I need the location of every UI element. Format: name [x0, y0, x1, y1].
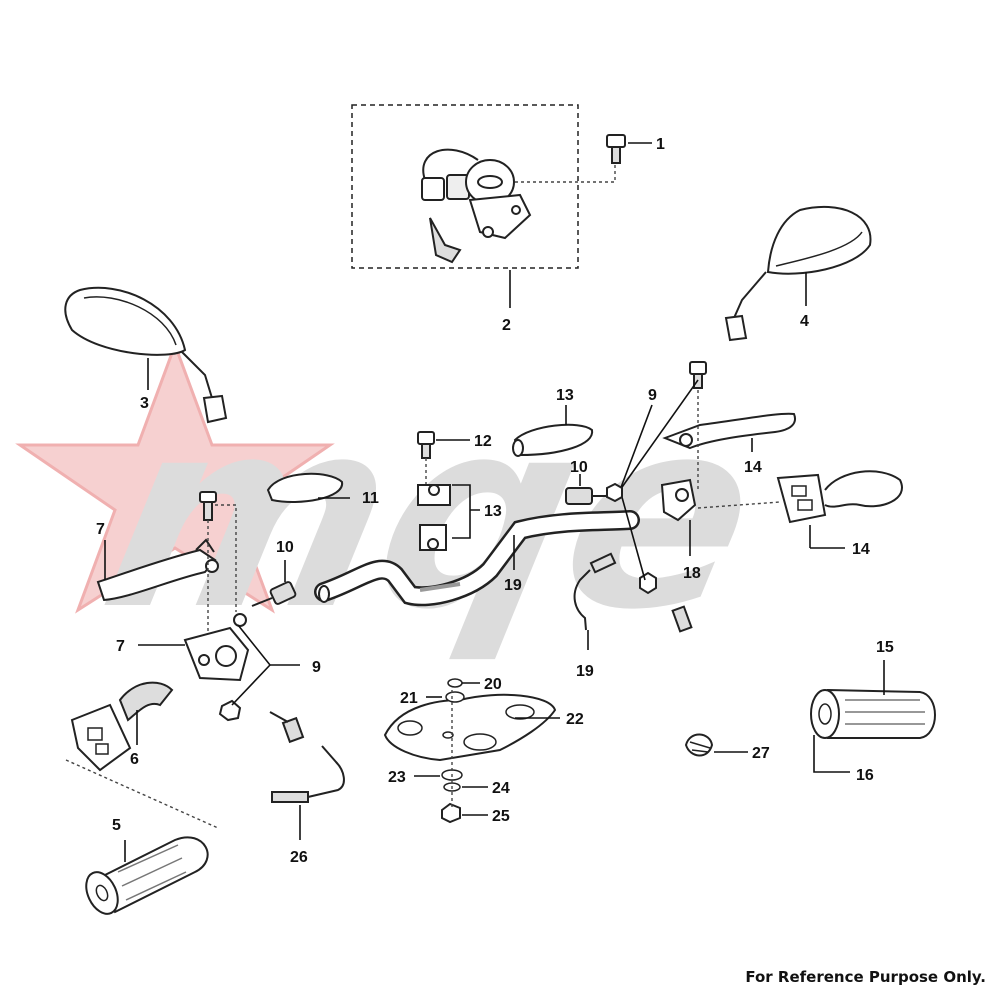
- handlebar: [314, 510, 640, 607]
- bolt-12: [417, 431, 435, 459]
- callout-10-right: 10: [570, 459, 588, 476]
- callout-9-right: 9: [648, 387, 657, 404]
- right-mirror: [724, 205, 872, 342]
- callout-16: 14: [852, 541, 870, 558]
- callout-20: 19: [576, 663, 594, 680]
- right-bar-end-cover: [512, 423, 594, 457]
- left-switch: [70, 681, 174, 772]
- callout-29: 27: [752, 745, 770, 762]
- right-grip: [810, 688, 936, 739]
- callout-9-left: 9: [312, 659, 321, 676]
- washers: [441, 678, 465, 824]
- callout-4: 4: [800, 313, 809, 330]
- callout-23: 21: [400, 690, 418, 707]
- callout-26: 24: [492, 780, 510, 797]
- lever-pivot-bolt: [199, 491, 217, 521]
- brake-light-switch: [573, 552, 617, 631]
- callout-12: 12: [474, 433, 492, 450]
- bar-end-cover: [266, 472, 344, 503]
- callout-6: 6: [130, 751, 139, 768]
- left-nut-screw: [218, 699, 305, 744]
- callout-15: 14: [744, 459, 762, 476]
- bolt-1: [606, 134, 626, 164]
- callout-27: 25: [492, 808, 510, 825]
- ignition-kit-box: [351, 104, 579, 269]
- right-bolt-nut: [639, 361, 707, 633]
- right-adjuster: [565, 487, 608, 505]
- callout-8: 7: [96, 521, 105, 538]
- handlebar-holder: [417, 484, 451, 551]
- watermark-star: [15, 340, 335, 614]
- left-bracket: [183, 613, 250, 682]
- callout-19: 18: [683, 565, 701, 582]
- right-bracket: [606, 478, 697, 522]
- right-switch: [776, 470, 903, 524]
- left-adjuster: [251, 581, 297, 607]
- left-mirror: [64, 286, 228, 424]
- callout-3: 3: [140, 395, 149, 412]
- left-lever: [96, 538, 219, 602]
- clip: [684, 733, 714, 757]
- left-grip: [85, 836, 209, 915]
- watermark-letters: mqe: [83, 365, 781, 668]
- callout-18: 16: [856, 767, 874, 784]
- steering-plate: [383, 693, 557, 762]
- callout-13: 13: [484, 503, 502, 520]
- callout-2: 2: [502, 317, 511, 334]
- callout-25: 23: [388, 769, 406, 786]
- callout-21: 19: [504, 577, 522, 594]
- callout-17: 15: [876, 639, 894, 656]
- callout-28: 26: [290, 849, 308, 866]
- callout-22: 20: [484, 676, 502, 693]
- callout-10-left: 10: [276, 539, 294, 556]
- callout-11: 11: [362, 490, 379, 507]
- callout-1: 1: [656, 136, 665, 153]
- callout-24: 22: [566, 711, 584, 728]
- left-brake-switch: [271, 745, 345, 803]
- watermark-logo: mqe: [15, 340, 781, 668]
- callout-5: 5: [112, 817, 121, 834]
- callout-7: 7: [116, 638, 125, 655]
- callout-14: 13: [556, 387, 574, 404]
- ignition-switch: [421, 148, 532, 264]
- reference-disclaimer: For Reference Purpose Only.: [745, 968, 986, 986]
